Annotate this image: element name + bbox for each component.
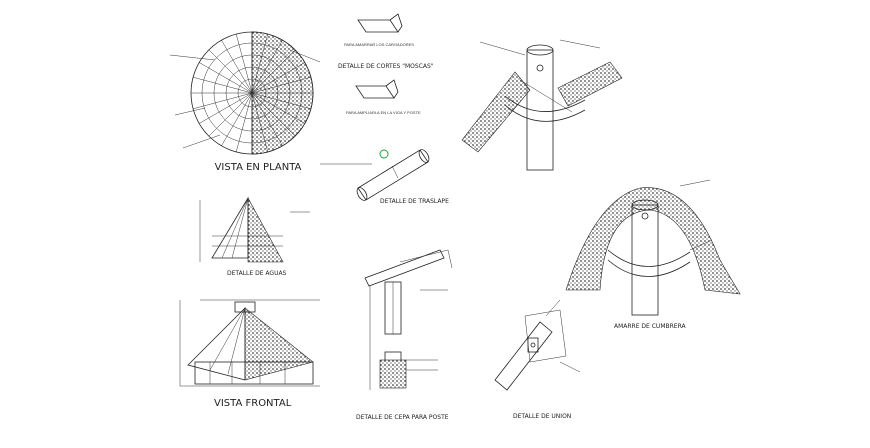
- plan-rafter-line: [193, 92, 253, 110]
- plan-view-group: VISTA EN PLANTA: [169, 31, 321, 173]
- plan-rafter-line: [193, 76, 253, 94]
- plan-rafter-line: [251, 92, 296, 137]
- plan-rafter-line: [235, 92, 253, 152]
- plan-rafter-line: [199, 92, 253, 124]
- slopes-detail-title: DETALLE DE AGUAS: [227, 270, 287, 277]
- post-detail-group: [461, 39, 623, 171]
- joint-detail-title: DETALLE DE UNION: [513, 413, 571, 420]
- plan-rafter-line: [251, 34, 269, 94]
- plan-rafter-line: [251, 92, 269, 152]
- plan-rafter-line: [208, 92, 253, 137]
- plan-rafter-line: [251, 40, 283, 94]
- cuts-note-ensamblar: PARA AMARRAR LOS CARGADORES: [344, 42, 414, 47]
- cuts-detail-group: PARA AMARRAR LOS CARGADORES DETALLE DE C…: [338, 13, 434, 115]
- overlap-detail-group: DETALLE DE TRASLAPE: [320, 149, 449, 205]
- footing-detail-group: DETALLE DE CEPA PARA POSTE: [356, 249, 453, 421]
- joint-detail-group: DETALLE DE UNION: [494, 299, 581, 420]
- overlap-detail-title: DETALLE DE TRASLAPE: [380, 198, 449, 205]
- front-view-title: VISTA FRONTAL: [214, 398, 292, 409]
- plan-rafter-line: [221, 92, 253, 146]
- plan-rafter-line: [251, 49, 296, 94]
- plan-rafter-line: [251, 62, 305, 94]
- plan-rafter-line: [199, 62, 253, 94]
- plan-rafter-line: [235, 34, 253, 94]
- footing-detail-title: DETALLE DE CEPA PARA POSTE: [356, 414, 449, 421]
- plan-view-title: VISTA EN PLANTA: [215, 162, 302, 173]
- plan-rafter-line: [251, 92, 283, 146]
- ridge-tie-group: AMARRE DE CUMBRERA: [565, 179, 741, 330]
- cuts-note-ampliar: PARA AMPLIARLA EN LA VIGA Y POSTE: [346, 110, 421, 115]
- plan-rafter-line: [208, 49, 253, 94]
- plan-rafter-line: [251, 92, 305, 124]
- plan-rafter-line: [251, 92, 311, 110]
- plan-rafter-line: [221, 40, 253, 94]
- overlap-marker: [379, 149, 389, 159]
- plan-rafter-line: [251, 76, 311, 94]
- front-view-group: VISTA FRONTAL: [179, 299, 320, 409]
- ridge-tie-title: AMARRE DE CUMBRERA: [614, 323, 687, 330]
- plan-view-circle: [169, 31, 321, 155]
- slopes-detail-group: DETALLE DE AGUAS: [199, 196, 310, 277]
- cuts-detail-title: DETALLE DE CORTES "MOSCAS": [338, 63, 434, 70]
